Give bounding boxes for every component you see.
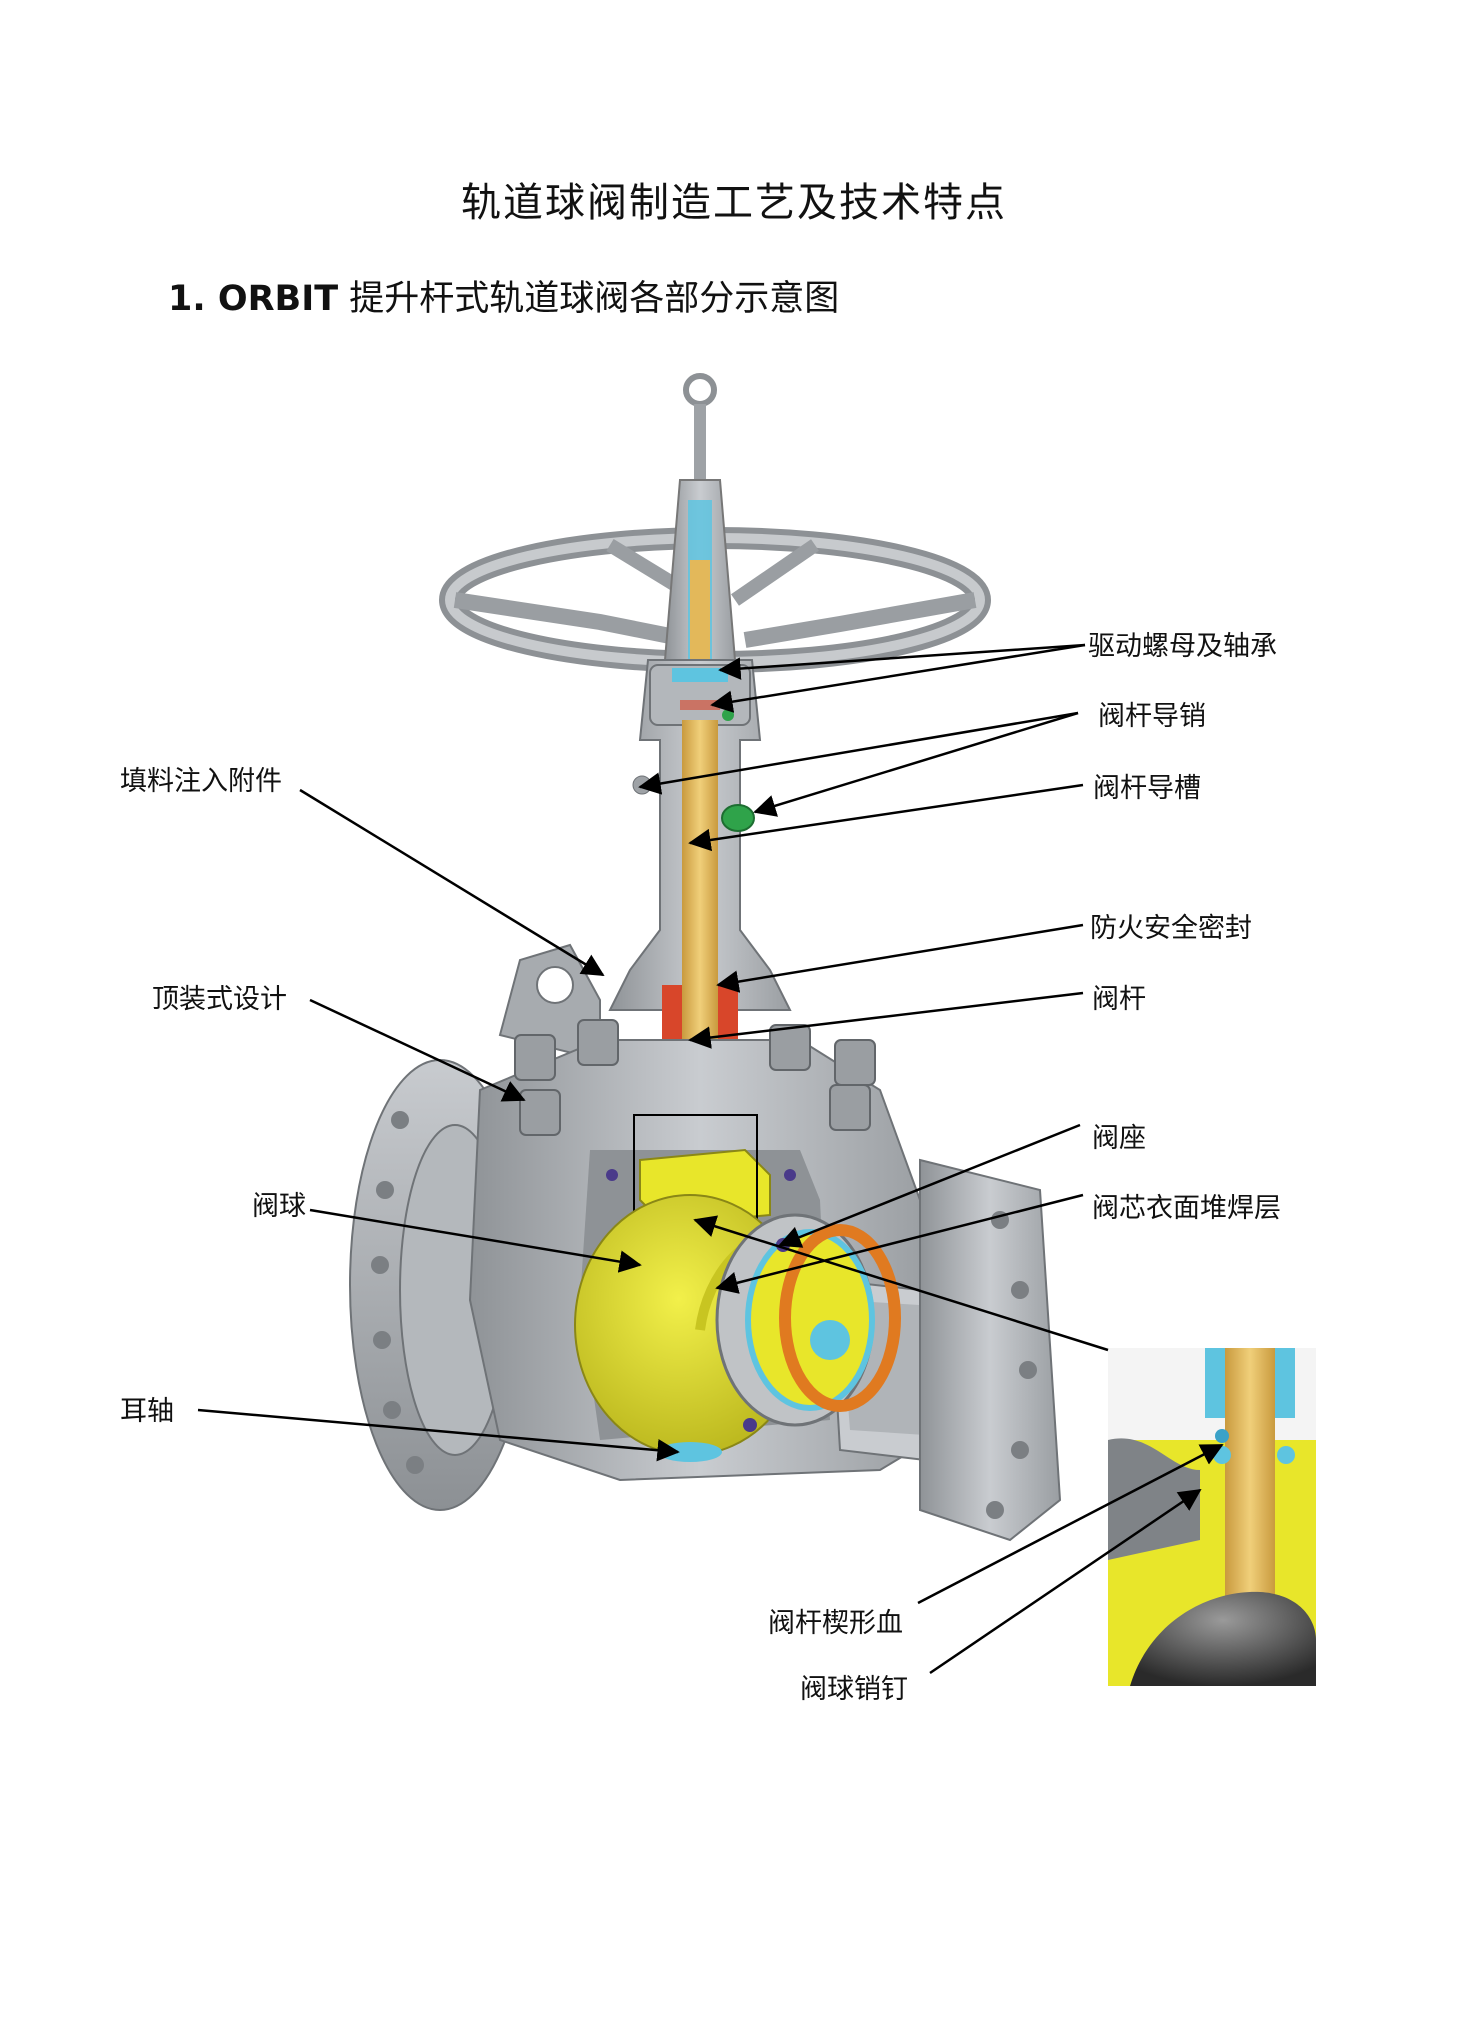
label-stem-guide-pin: 阀杆导销 — [1098, 701, 1206, 732]
label-drive-nut-bearing: 驱动螺母及轴承 — [1088, 631, 1277, 662]
detail-inset — [1108, 1348, 1316, 1686]
section-heading: 1. ORBIT 提升杆式轨道球阀各部分示意图 — [168, 270, 839, 321]
label-stem-wedge: 阀杆楔形血 — [768, 1608, 903, 1639]
outlet-flange — [828, 1158, 1062, 1542]
label-stem-guide-slot: 阀杆导槽 — [1093, 773, 1201, 804]
page-title: 轨道球阀制造工艺及技术特点 — [461, 180, 1007, 226]
stem-top — [663, 373, 737, 661]
label-ball-pin: 阀球销钉 — [800, 1674, 908, 1705]
label-core-overlay: 阀芯衣面堆焊层 — [1092, 1193, 1281, 1224]
label-top-entry: 顶装式设计 — [152, 984, 287, 1015]
label-stem: 阀杆 — [1092, 984, 1146, 1015]
label-trunnion: 耳轴 — [120, 1396, 174, 1427]
section-heading-text: 提升杆式轨道球阀各部分示意图 — [349, 279, 840, 319]
seat-assembly — [606, 1169, 901, 1432]
section-number: 1. ORBIT — [168, 279, 339, 319]
label-seat: 阀座 — [1092, 1123, 1146, 1154]
label-packing-injection: 填料注入附件 — [120, 766, 282, 797]
label-fire-safe-seal: 防火安全密封 — [1090, 913, 1252, 944]
label-ball: 阀球 — [252, 1191, 306, 1222]
leader-lines — [197, 643, 1224, 1675]
